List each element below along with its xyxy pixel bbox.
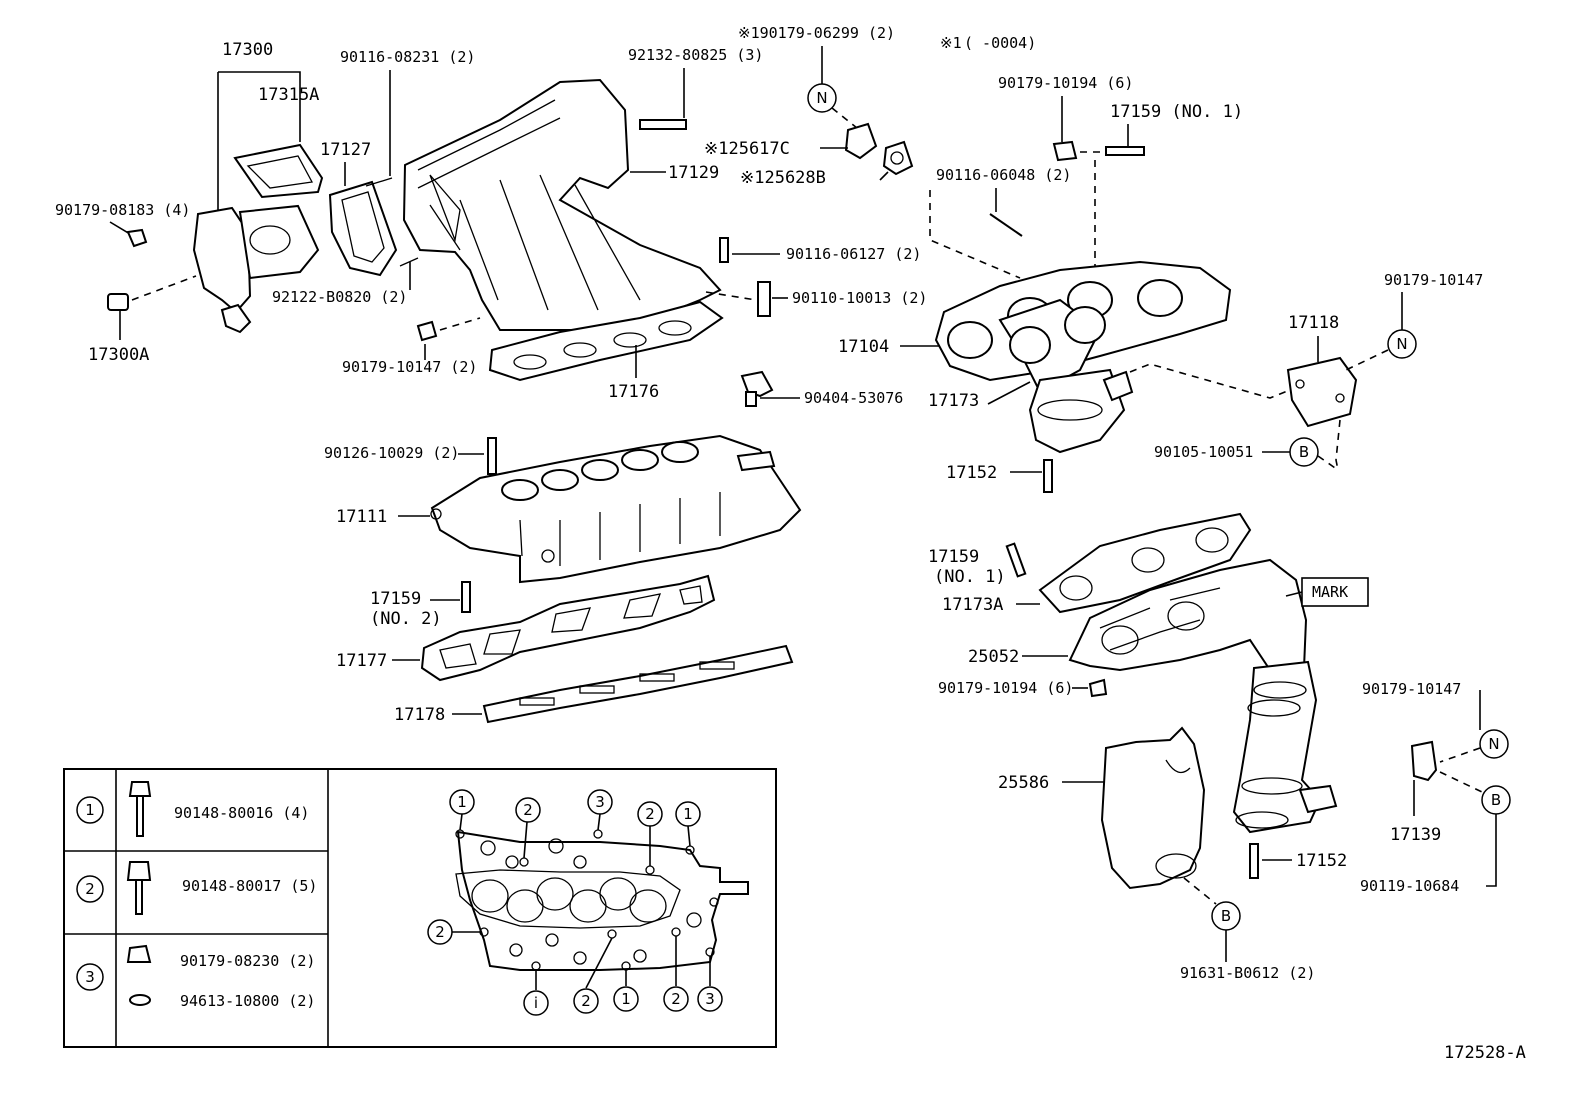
legend-table: 1 90148-80016 (4) 2 90148-80017 (5) 3 90…	[63, 768, 777, 1048]
gasket-17176	[488, 300, 724, 382]
heat-shield-25586	[1100, 726, 1206, 890]
label-17111: 17111	[336, 507, 387, 527]
label-90404-53076: 90404-53076	[804, 389, 903, 407]
svg-text:2: 2	[671, 990, 681, 1008]
svg-text:i: i	[534, 994, 538, 1012]
svg-text:B: B	[1491, 791, 1501, 809]
label-17178: 17178	[394, 705, 445, 725]
bracket-17118	[1286, 356, 1358, 428]
label-17173A: 17173A	[942, 595, 1003, 615]
label-17118: 17118	[1288, 313, 1339, 333]
label-125617C: ※125617C	[704, 139, 790, 159]
legend-part-2: 90148-80017 (5)	[182, 877, 317, 895]
gasket-125617C	[844, 122, 878, 160]
label-90119-10684: 90119-10684	[1360, 877, 1459, 895]
label-17173: 17173	[928, 391, 979, 411]
label-mark: MARK	[1312, 583, 1348, 601]
intake-plenum-group: 17127 90116-08231 (2) 92122-B0820 (2) 17…	[272, 46, 927, 407]
label-90179-10194-a: 90179-10194 (6)	[998, 74, 1133, 92]
label-17159-no1-b-sub: (NO. 1)	[934, 567, 1006, 587]
label-90105-10051: 90105-10051	[1154, 443, 1253, 461]
label-17129: 17129	[668, 163, 719, 183]
svg-text:2: 2	[435, 923, 445, 941]
legend-num-1	[76, 796, 104, 824]
label-17315A: 17315A	[258, 85, 319, 105]
throttle-body-group: 17300 17315A 90179-08183 (4) 17300A	[55, 40, 324, 365]
diagram-id: 172528-A	[1444, 1043, 1526, 1063]
label-17300A: 17300A	[88, 345, 149, 365]
gasket-17315A	[233, 143, 324, 199]
svg-text:N: N	[1396, 335, 1407, 353]
label-25052: 25052	[968, 647, 1019, 667]
label-17300: 17300	[222, 40, 273, 60]
label-91631-B0612: 91631-B0612 (2)	[1180, 964, 1315, 982]
circle-N-2	[1387, 329, 1417, 359]
label-125628B: ※125628B	[740, 168, 826, 188]
label-17159-no1-a: 17159 (NO. 1)	[1110, 102, 1243, 122]
label-90179-10147-b: 90179-10147	[1384, 271, 1483, 289]
svg-text:2: 2	[581, 992, 591, 1010]
label-90116-08231: 90116-08231 (2)	[340, 48, 475, 66]
label-17152-a: 17152	[946, 463, 997, 483]
svg-text:1: 1	[85, 801, 95, 819]
gasket-17178	[482, 644, 794, 724]
label-17159-no1-b: 17159	[928, 547, 979, 567]
svg-text:1: 1	[621, 990, 631, 1008]
svg-text:1: 1	[683, 805, 693, 823]
label-92122-B0820: 92122-B0820 (2)	[272, 288, 407, 306]
svg-text:3: 3	[85, 968, 95, 986]
svg-text:3: 3	[705, 990, 715, 1008]
circle-N-3	[1479, 729, 1509, 759]
exhaust-manifold-group: ※190179-06299 (2) ※1 ( -0004) N ※125617C…	[704, 24, 1483, 493]
label-90116-06048: 90116-06048 (2)	[936, 166, 1071, 184]
exhaust-pipe-group: 17159 (NO. 1) 17173A 25052 MARK 90179-10…	[928, 512, 1511, 982]
gasket-125628B	[882, 140, 914, 176]
gasket-17127	[328, 180, 398, 277]
mark-box	[1301, 577, 1369, 607]
svg-text:3: 3	[595, 793, 605, 811]
label-90126-10029: 90126-10029 (2)	[324, 444, 459, 462]
svg-text:N: N	[816, 89, 827, 107]
intake-plenum-17129	[402, 78, 722, 331]
legend-part-3b: 94613-10800 (2)	[180, 992, 315, 1010]
layout-callouts: 1 3 2 2 1 2 i 2 1 2 3	[427, 789, 723, 1016]
label-17152-b: 17152	[1296, 851, 1347, 871]
legend-part-1: 90148-80016 (4)	[174, 804, 309, 822]
label-25586: 25586	[998, 773, 1049, 793]
label-90179-06299: ※190179-06299 (2)	[738, 24, 895, 42]
intake-manifold-17111	[430, 434, 802, 584]
label-90179-10147-c: 90179-10147	[1362, 680, 1461, 698]
legend-num-2	[76, 875, 104, 903]
svg-text:B: B	[1299, 443, 1309, 461]
label-17104: 17104	[838, 337, 889, 357]
legend-part-3a: 90179-08230 (2)	[180, 952, 315, 970]
note-mark: ※1	[940, 34, 962, 52]
label-92132-80825: 92132-80825 (3)	[628, 46, 763, 64]
svg-text:2: 2	[85, 880, 95, 898]
intake-lower-group: 90126-10029 (2) 17111 17159 (NO. 2) 1717…	[324, 434, 802, 725]
svg-text:1: 1	[457, 793, 467, 811]
label-17127: 17127	[320, 140, 371, 160]
sensor-90404	[740, 370, 774, 398]
label-17159-no2: 17159	[370, 589, 421, 609]
label-90116-06127: 90116-06127 (2)	[786, 245, 921, 263]
label-90179-08183: 90179-08183 (4)	[55, 201, 190, 219]
svg-text:N: N	[1488, 735, 1499, 753]
svg-text:2: 2	[523, 801, 533, 819]
label-17139: 17139	[1390, 825, 1441, 845]
bracket-17139	[1410, 740, 1438, 782]
label-90110-10013: 90110-10013 (2)	[792, 289, 927, 307]
legend-num-3	[76, 963, 104, 991]
label-17159-no2-sub: (NO. 2)	[370, 609, 442, 629]
svg-text:2: 2	[645, 805, 655, 823]
label-90179-10147-a: 90179-10147 (2)	[342, 358, 477, 376]
note-range: ( -0004)	[964, 34, 1036, 52]
label-17176: 17176	[608, 382, 659, 402]
label-90179-10194-b: 90179-10194 (6)	[938, 679, 1073, 697]
label-17177: 17177	[336, 651, 387, 671]
svg-text:B: B	[1221, 907, 1231, 925]
circle-N-1	[807, 83, 837, 113]
